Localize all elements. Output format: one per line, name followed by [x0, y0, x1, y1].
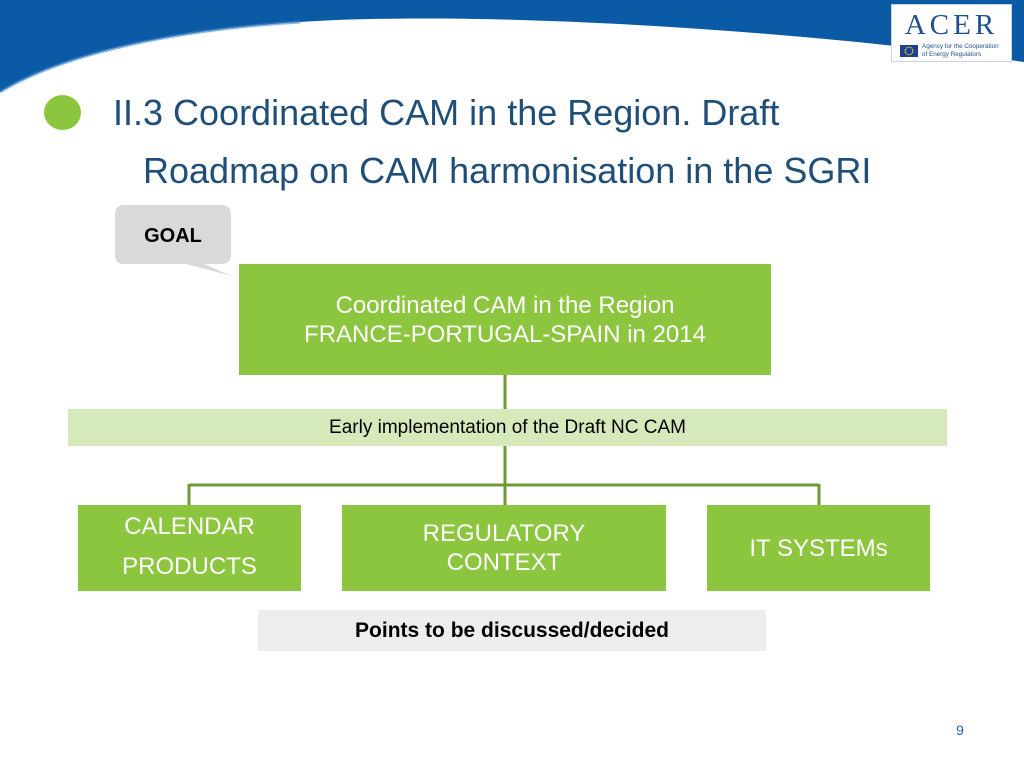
logo-wordmark: ACER: [904, 9, 999, 41]
logo-tagline-line2: of Energy Regulators: [922, 50, 982, 58]
acer-logo: ACER Agency for the Cooperation of Energ…: [891, 4, 1012, 62]
early-implementation-label: Early implementation of the Draft NC CAM: [329, 416, 686, 438]
points-to-discuss-label: Points to be discussed/decided: [355, 618, 669, 642]
early-implementation-band: Early implementation of the Draft NC CAM: [68, 409, 947, 446]
logo-tagline-line1: Agency for the Cooperation: [922, 43, 999, 50]
title-line2: Roadmap on CAM harmonisation in the SGRI: [143, 150, 872, 191]
points-to-discuss-box: Points to be discussed/decided: [258, 610, 766, 651]
header-banner: [0, 0, 1024, 94]
calendar-products-box: CALENDAR PRODUCTS: [78, 505, 301, 591]
calendar-products-line2: PRODUCTS: [122, 553, 257, 580]
regulatory-context-line2: CONTEXT: [446, 549, 562, 576]
logo-tagline: Agency for the Cooperation of Energy Reg…: [922, 43, 1008, 58]
goal-callout-label: GOAL: [144, 225, 202, 247]
calendar-products-line1: CALENDAR: [124, 513, 255, 540]
it-systems-box: IT SYSTEMs: [707, 505, 930, 591]
regulatory-context-box: REGULATORY CONTEXT: [342, 505, 666, 591]
page-number: 9: [956, 722, 964, 738]
title-bullet-icon: [44, 95, 81, 130]
goal-box-line2: FRANCE-PORTUGAL-SPAIN in 2014: [304, 320, 706, 348]
title-line1: II.3 Coordinated CAM in the Region. Draf…: [113, 92, 780, 133]
slide-title: II.3 Coordinated CAM in the Region. Draf…: [113, 84, 993, 200]
goal-callout-bubble: [115, 205, 232, 276]
regulatory-context-line1: REGULATORY: [422, 520, 586, 547]
goal-box-line1: Coordinated CAM in the Region: [335, 291, 675, 319]
eu-flag-icon: [900, 45, 918, 57]
it-systems-label: IT SYSTEMs: [749, 534, 888, 562]
goal-box: Coordinated CAM in the Region FRANCE-POR…: [239, 264, 771, 375]
